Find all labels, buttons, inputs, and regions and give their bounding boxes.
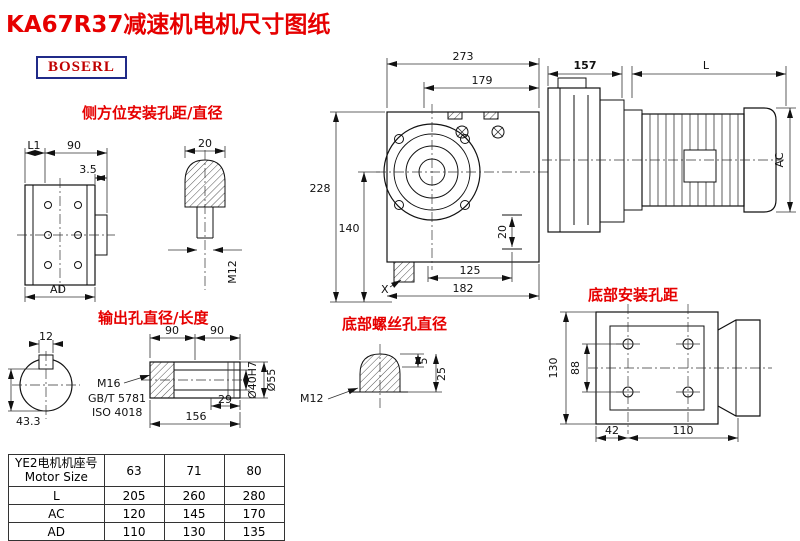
label-m12-bottom: M12 <box>300 392 324 405</box>
label-output-hole: 输出孔直径/长度 <box>98 309 209 327</box>
dim-29: 29 <box>218 393 232 406</box>
side-mount-view: L1 90 3.5 AD <box>17 139 115 302</box>
bottom-screw-view: 5 25 M12 <box>300 344 448 410</box>
table-header-en: Motor Size <box>24 469 88 484</box>
dim-130: 130 <box>547 358 560 379</box>
row-label: AC <box>8 504 105 523</box>
dim-d40h7: Ø40H7 <box>246 361 259 399</box>
value-cell: 120 <box>103 504 165 523</box>
row-label: L <box>8 486 105 505</box>
table-row-l: L 205 260 280 <box>8 486 285 505</box>
value-cell: 135 <box>223 522 285 541</box>
gearbox-front-view: 20 X 273 179 228 140 125 <box>310 50 548 303</box>
dim-125: 125 <box>460 264 481 277</box>
table-header-cn: YE2电机机座号 <box>15 455 98 470</box>
boserl-logo: BOSERL <box>36 56 127 79</box>
label-bottom-screw: 底部螺丝孔直径 <box>342 315 448 333</box>
dim-179: 179 <box>472 74 493 87</box>
dim-90a: 90 <box>165 324 179 337</box>
dim-25: 25 <box>435 367 448 381</box>
dim-110: 110 <box>673 424 694 437</box>
side-hole-detail: 20 M12 <box>168 137 242 290</box>
motor-size-table: YE2电机机座号 Motor Size 63 71 80 L 205 260 2… <box>8 454 285 541</box>
row-label: AD <box>8 522 105 541</box>
value-cell: 130 <box>163 522 225 541</box>
dim-l1: L1 <box>27 139 40 152</box>
dim-228: 228 <box>310 182 331 195</box>
label-iso4018: ISO 4018 <box>92 406 142 419</box>
size-71-cell: 71 <box>163 454 225 487</box>
dim-l: L <box>703 59 710 72</box>
label-bottom-mount: 底部安装孔距 <box>588 286 679 304</box>
dim-3-5: 3.5 <box>79 163 97 176</box>
page-title: KA67R37减速机电机尺寸图纸 <box>6 12 331 38</box>
motor-side-view: 157 L AC <box>542 59 796 233</box>
value-cell: 110 <box>103 522 165 541</box>
dim-157: 157 <box>574 59 597 72</box>
value-cell: 280 <box>223 486 285 505</box>
dim-273: 273 <box>453 50 474 63</box>
dim-20: 20 <box>198 137 212 150</box>
x-mark: X <box>381 283 389 296</box>
dim-43-3: 43.3 <box>16 415 41 428</box>
dim-ac: AC <box>773 152 786 167</box>
dim-182: 182 <box>453 282 474 295</box>
value-cell: 145 <box>163 504 225 523</box>
dim-156: 156 <box>186 410 207 423</box>
table-header-cell: YE2电机机座号 Motor Size <box>8 454 105 487</box>
label-gbt5781: GB/T 5781 <box>88 392 146 405</box>
dim-d55: Ø55 <box>265 369 278 392</box>
table-row-ad: AD 110 130 135 <box>8 522 285 541</box>
label-m16: M16 <box>97 377 121 390</box>
dim-88: 88 <box>569 361 582 375</box>
value-cell: 260 <box>163 486 225 505</box>
value-cell: 170 <box>223 504 285 523</box>
dim-90: 90 <box>67 139 81 152</box>
table-header-row: YE2电机机座号 Motor Size 63 71 80 <box>8 454 285 487</box>
dim-ad: AD <box>50 283 66 296</box>
bottom-mount-view: 130 88 42 110 <box>547 304 772 442</box>
size-63-cell: 63 <box>103 454 165 487</box>
dim-12: 12 <box>39 330 53 343</box>
dim-5: 5 <box>417 358 430 365</box>
table-row-ac: AC 120 145 170 <box>8 504 285 523</box>
size-80-cell: 80 <box>223 454 285 487</box>
dim-90b: 90 <box>210 324 224 337</box>
value-cell: 205 <box>103 486 165 505</box>
dim-bore-20: 20 <box>496 225 509 239</box>
dim-m12-side: M12 <box>226 260 239 284</box>
label-side-mount: 侧方位安装孔距/直径 <box>82 104 223 122</box>
output-shaft-view: 12 43.3 90 90 M16 GB/T 5781 ISO 4018 <box>8 324 278 428</box>
dim-140: 140 <box>339 222 360 235</box>
dim-42: 42 <box>605 424 619 437</box>
